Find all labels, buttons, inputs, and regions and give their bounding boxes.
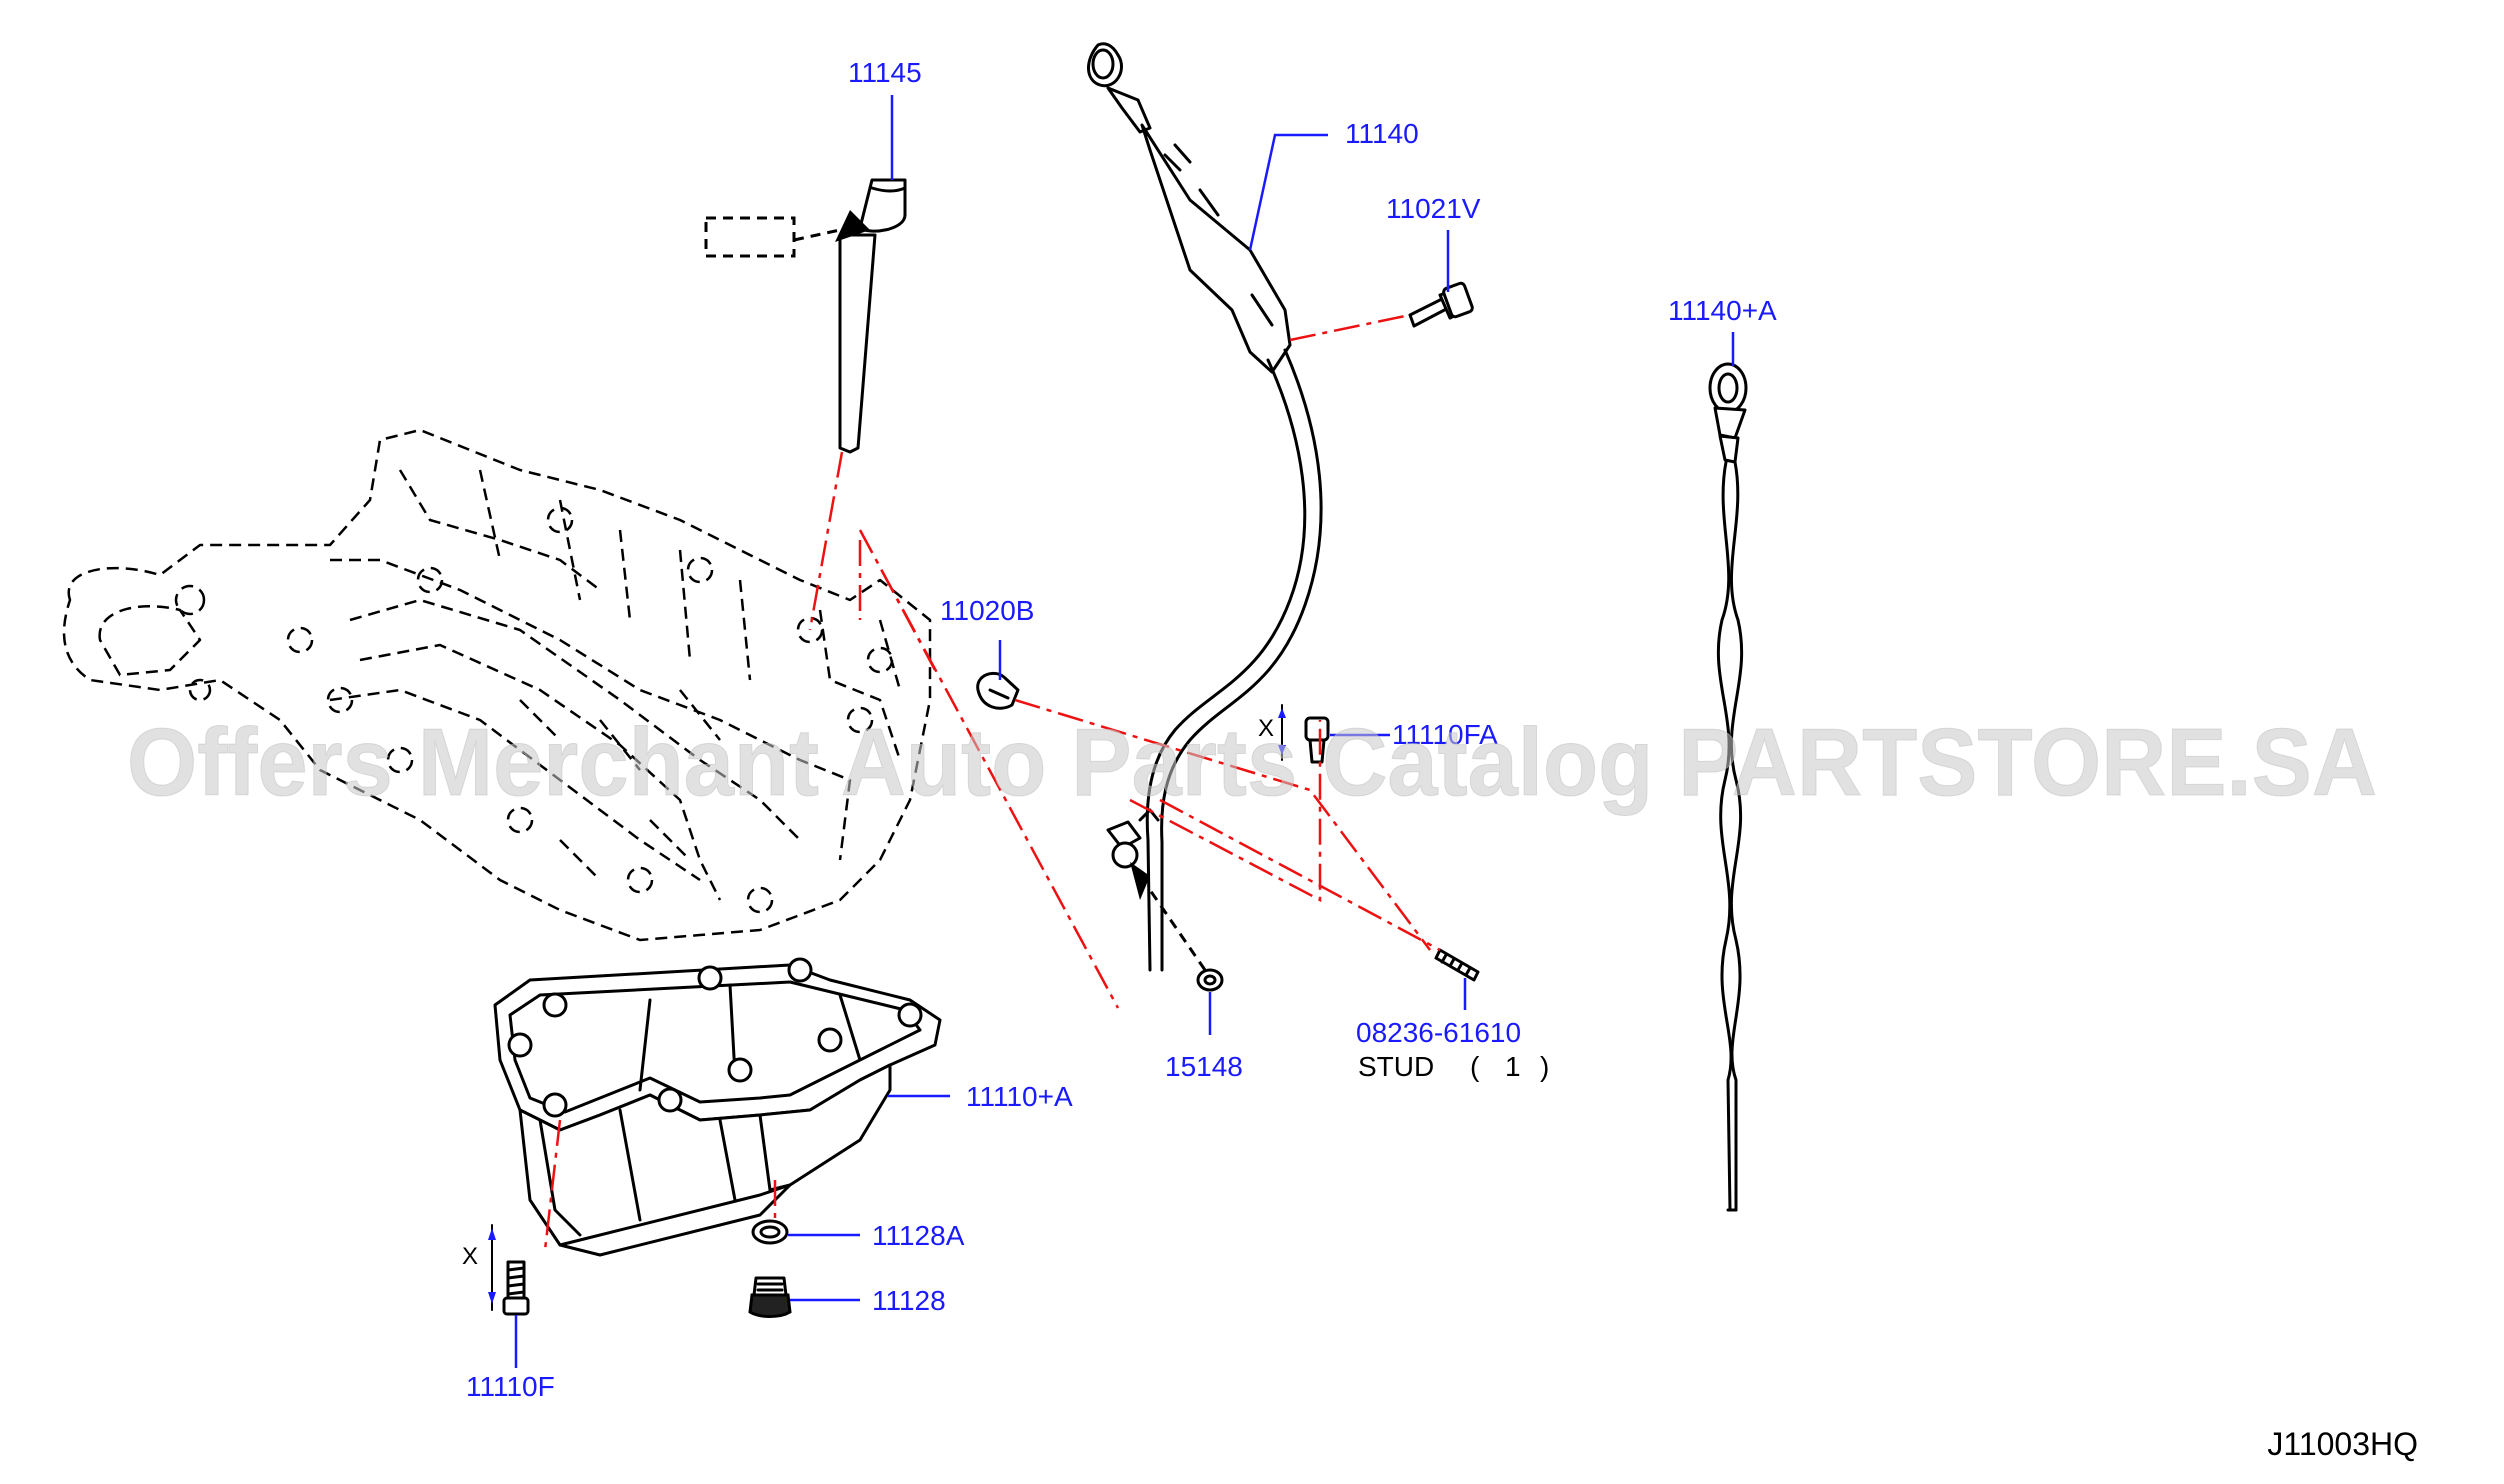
- label-stud-paren-close: ): [1540, 1051, 1549, 1082]
- dipstick-part: [1708, 362, 1748, 1212]
- label-stud: STUD: [1358, 1051, 1434, 1082]
- bolt-11021v: [1408, 281, 1474, 328]
- bolt-11110f: [502, 1260, 530, 1316]
- oring-15148: [1196, 968, 1224, 992]
- arrow-head: [835, 210, 870, 242]
- label-08236[interactable]: 08236-61610: [1356, 1017, 1521, 1048]
- label-stud-paren-open: (: [1470, 1051, 1480, 1082]
- phantom-lines: [543, 313, 1441, 1251]
- dipstick-guide-part: [1087, 42, 1323, 972]
- clip-11020b: [976, 671, 1020, 710]
- label-11128[interactable]: 11128: [872, 1285, 946, 1316]
- label-15148[interactable]: 15148: [1165, 1051, 1243, 1082]
- x-dimension-11110fa: [1278, 704, 1286, 761]
- diagram-code: J11003HQ: [2267, 1426, 2418, 1462]
- part-labels: 11145 11140 11021V 11140+A 11020B 11110F…: [462, 57, 1777, 1402]
- x-dimension-11110f: [488, 1224, 496, 1311]
- label-11110a[interactable]: 11110+A: [966, 1081, 1073, 1112]
- label-11021v[interactable]: 11021V: [1386, 193, 1481, 224]
- label-11110fa[interactable]: 11110FA: [1392, 719, 1498, 750]
- label-11140a[interactable]: 11140+A: [1668, 295, 1777, 326]
- label-11140[interactable]: 11140: [1345, 118, 1419, 149]
- label-11145[interactable]: 11145: [848, 57, 922, 88]
- washer-11128a: [751, 1219, 789, 1245]
- watermark: Offers Merchant Auto Parts Catalog PARTS…: [127, 709, 2377, 816]
- label-11128a[interactable]: 11128A: [872, 1220, 965, 1251]
- leader-lines: [514, 95, 1735, 1368]
- reference-box: [704, 216, 796, 258]
- label-11110f[interactable]: 11110F: [466, 1371, 555, 1402]
- stud-08236: [1434, 948, 1480, 982]
- oil-pan-part: [493, 957, 942, 1257]
- label-11020b[interactable]: 11020B: [940, 595, 1034, 626]
- drain-plug-11128: [748, 1276, 792, 1318]
- x-mark-upper: X: [1258, 715, 1274, 742]
- x-mark-lower: X: [462, 1243, 478, 1270]
- assembly-arrow: [1130, 862, 1207, 971]
- engine-block-ghost: [62, 428, 932, 942]
- label-stud-qty: 1: [1505, 1051, 1521, 1082]
- tube-part: [704, 178, 907, 454]
